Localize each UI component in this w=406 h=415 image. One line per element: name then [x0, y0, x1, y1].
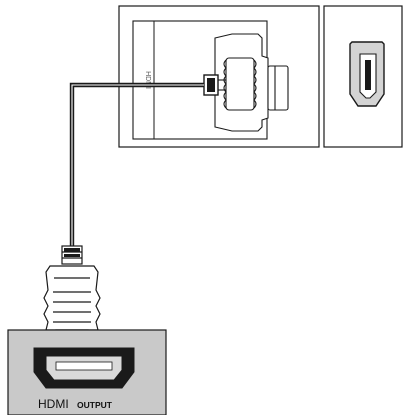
tv-side-panel	[323, 5, 403, 148]
source-device: HDMI OUTPUT	[7, 329, 167, 415]
tv-rear-panel: HDMI	[118, 5, 320, 148]
hdmi-output-label: HDMI	[38, 397, 69, 411]
hdmi-cable	[69, 82, 204, 248]
hdmi-port-icon	[349, 41, 385, 107]
source-side-plug	[43, 245, 101, 349]
hdmi-output-port	[33, 347, 135, 389]
hdmi-output-sublabel: OUTPUT	[77, 400, 113, 410]
tv-port-label: HDMI	[144, 71, 151, 89]
tv-side-plug-outline	[214, 33, 289, 132]
